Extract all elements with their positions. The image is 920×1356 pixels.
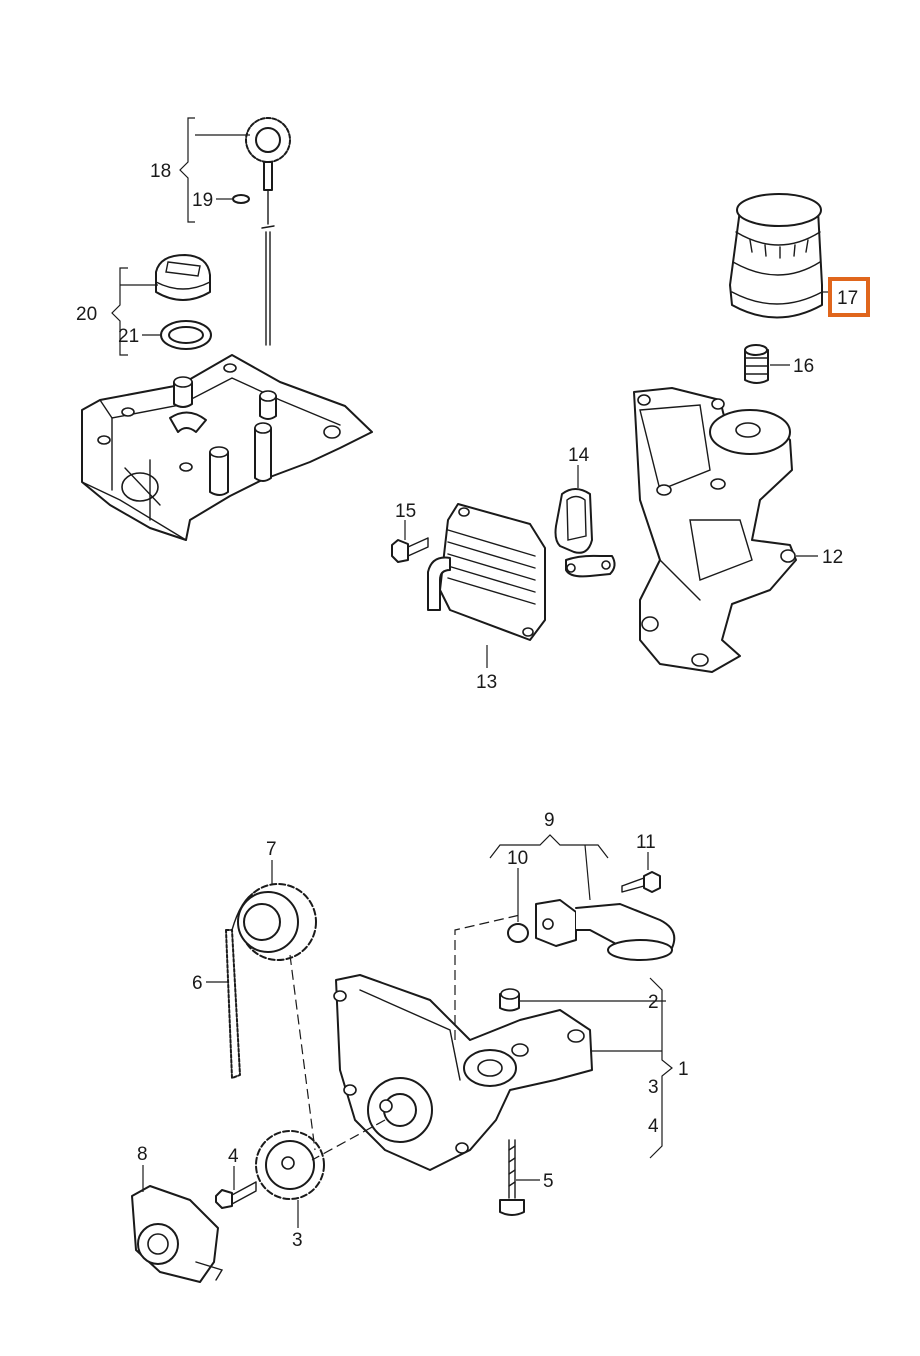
label-4-pump[interactable]: 4 bbox=[648, 1116, 659, 1137]
label-2[interactable]: 2 bbox=[648, 992, 659, 1013]
oil-filter bbox=[729, 193, 823, 319]
bolt-5 bbox=[499, 1139, 525, 1216]
label-8[interactable]: 8 bbox=[137, 1144, 148, 1165]
oil-filter-housing bbox=[633, 387, 797, 673]
sprocket-3 bbox=[255, 1130, 325, 1200]
label-1[interactable]: 1 bbox=[678, 1059, 689, 1080]
label-20[interactable]: 20 bbox=[76, 304, 97, 325]
sprocket-7 bbox=[237, 883, 317, 961]
bolt-4 bbox=[215, 1181, 257, 1209]
label-6[interactable]: 6 bbox=[192, 973, 203, 994]
highlight-box-17[interactable] bbox=[828, 277, 870, 317]
o-ring-10 bbox=[507, 923, 529, 943]
reference-line-2 bbox=[311, 1119, 386, 1161]
label-12[interactable]: 12 bbox=[822, 547, 843, 568]
oil-filler-cap bbox=[155, 254, 211, 301]
label-7[interactable]: 7 bbox=[266, 839, 277, 860]
o-ring-19 bbox=[232, 194, 250, 204]
gasket-14 bbox=[554, 488, 616, 578]
label-9[interactable]: 9 bbox=[544, 810, 555, 831]
bolt-15 bbox=[391, 537, 429, 563]
label-16[interactable]: 16 bbox=[793, 356, 814, 377]
reference-line-1 bbox=[454, 914, 521, 1040]
label-4[interactable]: 4 bbox=[228, 1146, 239, 1167]
label-5[interactable]: 5 bbox=[543, 1171, 554, 1192]
dipstick bbox=[245, 117, 291, 346]
valve-cover bbox=[81, 354, 373, 541]
label-11[interactable]: 11 bbox=[636, 832, 656, 853]
label-15[interactable]: 15 bbox=[395, 501, 416, 522]
label-10[interactable]: 10 bbox=[507, 848, 528, 869]
label-3[interactable]: 3 bbox=[292, 1230, 303, 1251]
label-18[interactable]: 18 bbox=[150, 161, 171, 182]
check-valve bbox=[744, 344, 769, 384]
label-17[interactable]: 17 bbox=[837, 288, 858, 309]
oil-cooler bbox=[427, 503, 546, 641]
leader-lines bbox=[111, 117, 832, 1228]
chain-cover bbox=[131, 1185, 224, 1283]
oil-intake-pipe bbox=[535, 899, 676, 961]
label-14[interactable]: 14 bbox=[568, 445, 590, 466]
bolt-11 bbox=[621, 871, 661, 893]
reference-line-3 bbox=[289, 954, 316, 1151]
label-3-pump[interactable]: 3 bbox=[648, 1077, 659, 1098]
label-13[interactable]: 13 bbox=[476, 672, 497, 693]
label-21[interactable]: 21 bbox=[118, 326, 139, 347]
sleeve-2 bbox=[499, 988, 520, 1012]
oil-pump bbox=[333, 974, 593, 1171]
seal-ring-21 bbox=[160, 320, 212, 350]
label-19[interactable]: 19 bbox=[192, 190, 213, 211]
